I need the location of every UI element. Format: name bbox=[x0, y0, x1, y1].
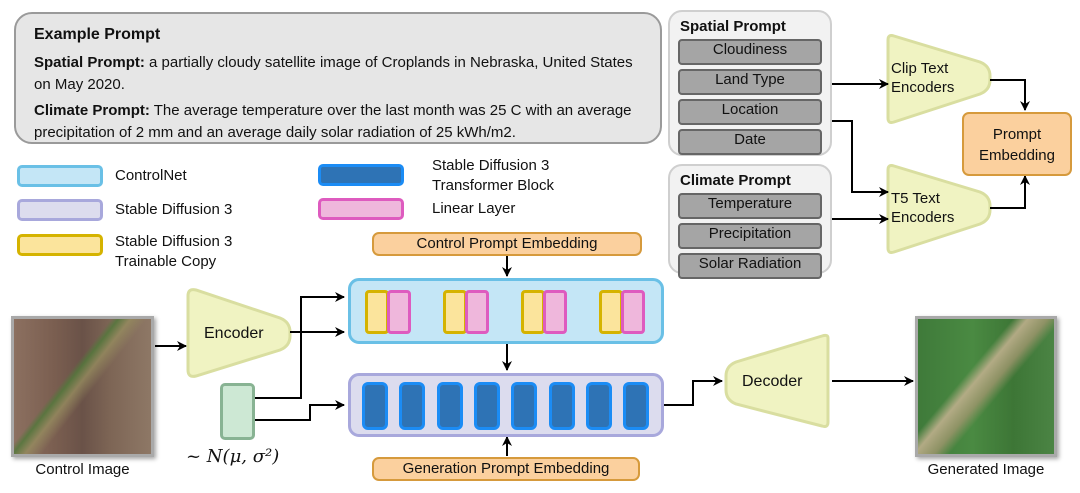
legend-transformer-line1: Stable Diffusion 3 bbox=[432, 157, 550, 174]
legend-label-sd3: Stable Diffusion 3 bbox=[115, 201, 233, 218]
example-prompt-title: Example Prompt bbox=[34, 26, 161, 43]
spatial-label: Spatial Prompt: bbox=[34, 54, 145, 71]
chip-cloudiness: Cloudiness bbox=[678, 39, 822, 65]
legend-swatch-transformer-block bbox=[318, 164, 404, 186]
t5-label-line1: T5 Text bbox=[891, 190, 940, 207]
arrow-sd3-to-decoder bbox=[664, 376, 723, 406]
trainable-copy-block bbox=[521, 290, 545, 334]
arrow-location-to-t5 bbox=[832, 120, 889, 197]
spatial-prompt-title: Spatial Prompt bbox=[680, 18, 786, 35]
t5-label-line2: Encoders bbox=[891, 209, 955, 226]
trainable-copy-block bbox=[443, 290, 467, 334]
image-encoder-shape bbox=[186, 288, 292, 378]
control-prompt-embedding: Control Prompt Embedding bbox=[372, 232, 642, 256]
decoder-shape bbox=[724, 333, 830, 428]
climate-prompt-title: Climate Prompt bbox=[680, 172, 791, 189]
clip-label-line2: Encoders bbox=[891, 79, 955, 96]
transformer-block bbox=[623, 382, 650, 430]
chip-temperature: Temperature bbox=[678, 193, 822, 219]
chip-precipitation: Precipitation bbox=[678, 223, 822, 249]
clip-label-line1: Clip Text bbox=[891, 60, 949, 77]
legend-trainable-line2: Trainable Copy bbox=[115, 253, 217, 270]
transformer-block bbox=[399, 382, 426, 430]
legend-label-controlnet: ControlNet bbox=[115, 167, 187, 184]
prompt-embedding-box: Prompt Embedding bbox=[962, 112, 1072, 176]
legend-transformer-line2: Transformer Block bbox=[432, 177, 554, 194]
spatial-prompt-group: Spatial Prompt Cloudiness Land Type Loca… bbox=[668, 10, 832, 156]
noise-latent bbox=[220, 383, 255, 440]
generated-image-caption: Generated Image bbox=[927, 461, 1045, 478]
chip-date: Date bbox=[678, 129, 822, 155]
trainable-copy-block bbox=[599, 290, 623, 334]
generation-prompt-embedding: Generation Prompt Embedding bbox=[372, 457, 640, 481]
climate-label: Climate Prompt: bbox=[34, 102, 150, 119]
legend-swatch-trainable-copy bbox=[17, 234, 103, 256]
arrow-noise-to-sd3 bbox=[255, 400, 345, 421]
transformer-block bbox=[436, 382, 463, 430]
example-spatial-prompt: Spatial Prompt: a partially cloudy satel… bbox=[34, 52, 642, 96]
arrow-noise-to-controlnet bbox=[255, 292, 345, 399]
climate-prompt-group: Climate Prompt Temperature Precipitation… bbox=[668, 164, 832, 279]
prompt-embedding-line2: Embedding bbox=[979, 147, 1055, 164]
legend-label-transformer-block: Stable Diffusion 3 Transformer Block bbox=[432, 156, 554, 196]
transformer-block bbox=[548, 382, 575, 430]
legend-label-linear-layer: Linear Layer bbox=[432, 200, 516, 217]
linear-layer-block bbox=[387, 290, 411, 334]
chip-solar-radiation: Solar Radiation bbox=[678, 253, 822, 279]
transformer-block bbox=[362, 382, 388, 430]
transformer-block bbox=[511, 382, 538, 430]
chip-location: Location bbox=[678, 99, 822, 125]
linear-layer-block bbox=[621, 290, 645, 334]
t5-encoder-shape bbox=[886, 164, 992, 254]
chip-land-type: Land Type bbox=[678, 69, 822, 95]
noise-distribution-label: ~ N(μ, σ²) bbox=[186, 446, 280, 467]
arrow-t5-to-embedding bbox=[990, 175, 1030, 209]
transformer-block bbox=[473, 382, 500, 430]
legend-swatch-controlnet bbox=[17, 165, 103, 187]
climate-text: The average temperature over the last mo… bbox=[34, 102, 632, 141]
control-image-caption: Control Image bbox=[35, 461, 130, 478]
sd3-block bbox=[348, 373, 664, 437]
linear-layer-block bbox=[465, 290, 489, 334]
transformer-block bbox=[585, 382, 612, 430]
spatial-text: a partially cloudy satellite image of Cr… bbox=[34, 54, 633, 93]
legend-trainable-line1: Stable Diffusion 3 bbox=[115, 233, 233, 250]
legend-label-trainable-copy: Stable Diffusion 3 Trainable Copy bbox=[115, 232, 232, 272]
example-prompt-box: Example Prompt Spatial Prompt: a partial… bbox=[14, 12, 662, 144]
controlnet-block bbox=[348, 278, 664, 344]
trainable-copy-block bbox=[365, 290, 389, 334]
clip-text-encoders-label: Clip Text Encoders bbox=[891, 59, 954, 97]
arrow-clip-to-embedding bbox=[990, 79, 1030, 111]
control-image bbox=[11, 316, 154, 457]
image-encoder-label: Encoder bbox=[204, 325, 264, 342]
linear-layer-block bbox=[543, 290, 567, 334]
generated-image bbox=[915, 316, 1057, 457]
prompt-embedding-line1: Prompt bbox=[992, 126, 1042, 143]
decoder-label: Decoder bbox=[742, 373, 803, 390]
t5-text-encoders-label: T5 Text Encoders bbox=[891, 189, 954, 227]
example-climate-prompt: Climate Prompt: The average temperature … bbox=[34, 100, 642, 144]
legend-swatch-linear-layer bbox=[318, 198, 404, 220]
legend-swatch-sd3 bbox=[17, 199, 103, 221]
